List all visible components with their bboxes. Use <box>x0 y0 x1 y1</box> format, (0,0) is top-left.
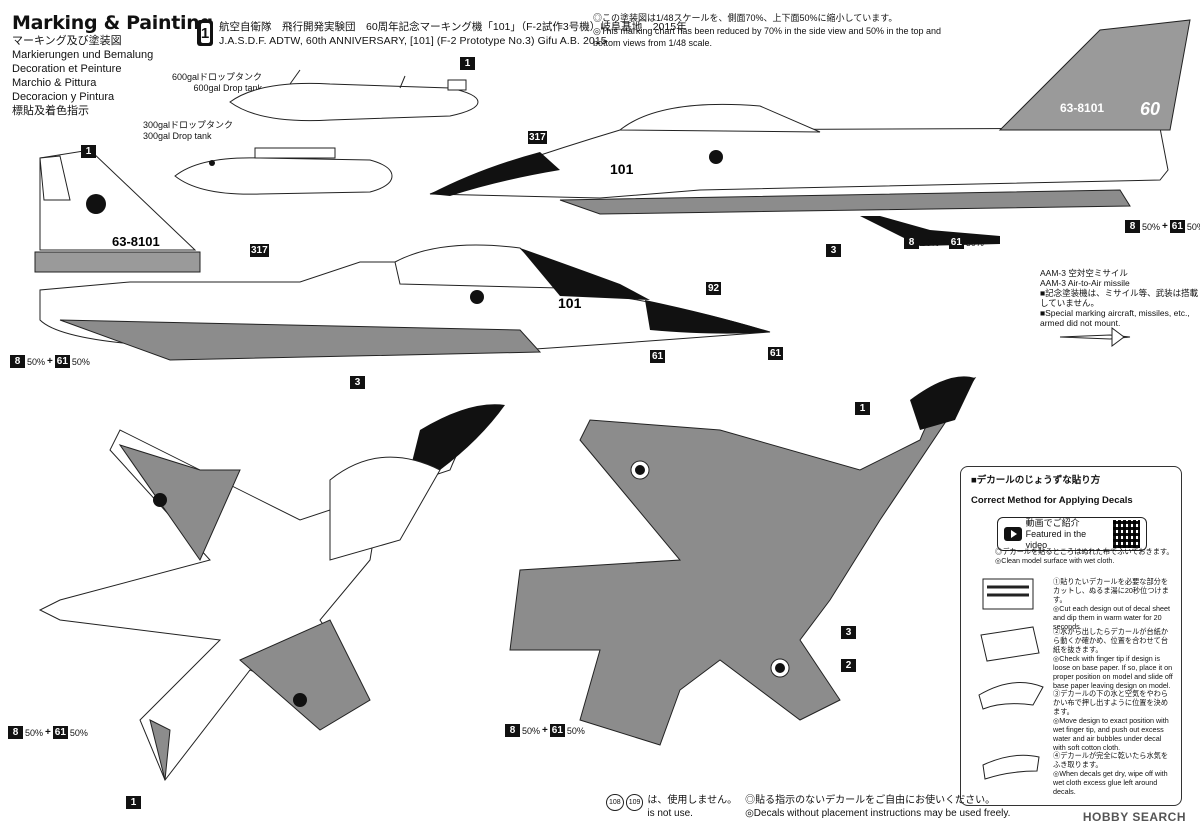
callout-color-3-upper: 3 <box>826 240 841 258</box>
aam3-missile-drawing <box>1059 327 1131 347</box>
side-view-right-facing: 63-8101 60 101 <box>429 19 1191 246</box>
decal-step-3: ②水から出したらデカールが台紙から動くか確かめ、位置を合わせて台紙を抜きます。◎… <box>1053 627 1173 690</box>
qr-code-icon <box>1112 520 1140 548</box>
drop-tank-300-drawing <box>174 147 393 195</box>
free-use-note-jp: ◎貼る指示のないデカールをご自由にお使いください。 <box>745 795 996 806</box>
callout-color-1-top: 1 <box>126 792 141 810</box>
scale-notes: ◎この塗装図は1/48スケールを、側面70%、上下面50%に縮小しています。 ◎… <box>593 12 953 50</box>
callout-color-61-side: 61 <box>650 350 665 363</box>
decal-panel-title-en: Correct Method for Applying Decals <box>971 495 1133 506</box>
scale-note-jp: ◎この塗装図は1/48スケールを、側面70%、上下面50%に縮小しています。 <box>593 13 898 23</box>
missile-label: AAM-3 空対空ミサイル AAM-3 Air-to-Air missile ■… <box>1040 268 1199 328</box>
title-line-jp: マーキング及び塗装図 <box>12 35 122 47</box>
title-line-es: Decoracion y Pintura <box>12 91 115 103</box>
title-line-cn: 標貼及着色指示 <box>12 105 89 117</box>
vertical-tail-left-view: 63-8101 <box>34 149 201 273</box>
callout-color-317: 317 <box>250 244 269 257</box>
callout-color-61-nose: 61 <box>768 347 783 360</box>
scale-note-en: ◎This marking chart has been reduced by … <box>593 25 942 49</box>
side-view-left-facing: 101 <box>39 244 771 361</box>
page-title: Marking & Painting <box>12 12 213 34</box>
decal-step-5: ④デカールが完全に乾いたら水気をふき取ります。◎When decals get … <box>1053 751 1169 796</box>
title-line-it: Marchio & Pittura <box>12 77 97 89</box>
tail-code-right: 63-8101 <box>1060 101 1104 115</box>
callout-color-1-bottom: 1 <box>855 398 870 416</box>
decal-step-4: ③デカールの下の水と空気をやわらかい布で押し出すように位置を決めます。◎Move… <box>1053 689 1169 752</box>
callout-color-1-tail: 1 <box>81 141 96 159</box>
marking-description-en: J.A.S.D.F. ADTW, 60th ANNIVERSARY, [101]… <box>219 35 607 47</box>
decal-step-1: ◎デカールを貼るところはぬれた布でふいておきます。◎Clean model su… <box>995 547 1174 565</box>
callout-color-1-tank: 1 <box>460 53 475 71</box>
marking-description-jp: 航空自衛隊 飛行開発実験団 60周年記念マーキング機「101」（F-2試作3号機… <box>219 21 687 33</box>
callout-color-92: 92 <box>706 282 721 295</box>
unused-decal-108: 108 <box>606 794 624 811</box>
decal-step-2: ①貼りたいデカールを必要な部分をカットし、ぬるま湯に20秒位つけます。◎Cut … <box>1053 577 1170 631</box>
nose-number-side-lower: 101 <box>558 295 582 311</box>
nose-number-side-upper: 101 <box>610 161 634 177</box>
unused-note-en: is not use. <box>647 808 693 819</box>
marking-number-badge: 1 <box>197 20 213 46</box>
video-link[interactable]: 動画でご紹介 Featured in the video <box>997 517 1147 551</box>
top-view <box>38 404 505 781</box>
decal-step-illustrations <box>978 578 1044 780</box>
marking-header: 1 航空自衛隊 飛行開発実験団 60周年記念マーキング機「101」（F-2試作3… <box>197 20 687 48</box>
drop-tank-600-label: 600galドロップタンク 600gal Drop tank <box>172 72 263 93</box>
drop-tank-300-label: 300galドロップタンク 300gal Drop tank <box>143 120 234 141</box>
decal-application-panel: ■デカールのじょうずな貼り方 Correct Method for Applyi… <box>960 466 1182 806</box>
hobby-search-watermark: HOBBY SEARCH <box>1082 810 1186 824</box>
play-icon <box>1004 527 1022 541</box>
title-block: Marking & Painting マーキング及び塗装図 Markierung… <box>12 12 213 118</box>
bottom-view <box>509 376 977 746</box>
footer-notes: 108 109 は、使用しません。 is not use. ◎貼る指示のないデカ… <box>606 794 1010 820</box>
unused-note-jp: は、使用しません。 <box>647 795 738 806</box>
callout-color-3-bottom: 3 <box>841 622 856 640</box>
free-use-note-en: ◎Decals without placement instructions m… <box>745 808 1011 819</box>
callout-color-3: 3 <box>350 372 365 390</box>
callout-color-2-bottom: 2 <box>841 655 856 673</box>
tail-code-left: 63-8101 <box>112 234 160 249</box>
title-line-de: Markierungen und Bemalung <box>12 49 154 61</box>
decal-panel-title-jp: ■デカールのじょうずな貼り方 <box>971 475 1101 486</box>
drop-tank-600-drawing <box>229 69 479 122</box>
tail-number-60: 60 <box>1140 99 1160 119</box>
title-line-fr: Decoration et Peinture <box>12 63 122 75</box>
unused-decal-109: 109 <box>625 794 644 811</box>
callout-color-317-upper: 317 <box>528 131 547 144</box>
